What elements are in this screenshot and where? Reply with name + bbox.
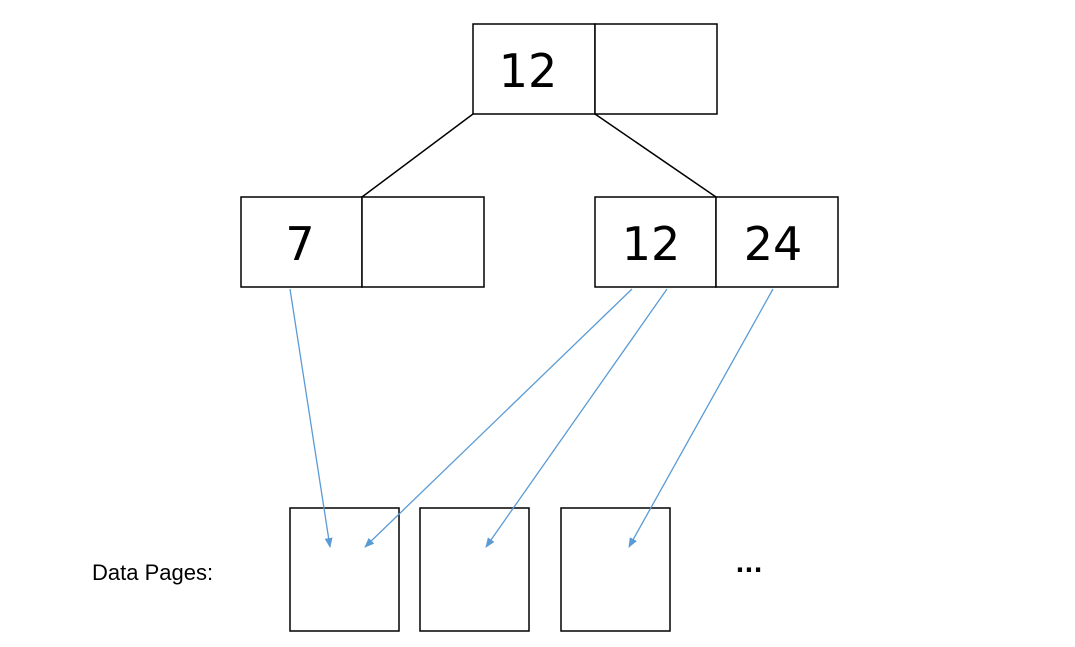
right-node-key-1: 12 [622, 217, 681, 271]
pointer-arrow-24-to-page-3 [628, 288, 774, 548]
root-node: 12 [472, 23, 718, 115]
pointer-arrows [289, 288, 774, 548]
data-pages-label: Data Pages: [92, 560, 213, 585]
tree-edges [361, 113, 717, 198]
root-key-cell-1 [472, 23, 596, 115]
data-pages: Data Pages: ... [92, 507, 763, 632]
right-node-key-cell-2 [715, 196, 839, 288]
more-pages-ellipsis: ... [735, 550, 762, 578]
left-internal-node: 7 [240, 196, 485, 288]
right-node-key-2: 24 [744, 217, 803, 271]
left-node-key-cell-1 [240, 196, 363, 288]
right-node-key-cell-1 [594, 196, 717, 288]
right-internal-node: 12 24 [594, 196, 839, 288]
edge-root-to-right-node [594, 113, 717, 198]
edge-root-to-left-node [361, 113, 474, 198]
pointer-arrow-12a-to-page-1 [364, 288, 633, 548]
data-page-3 [560, 507, 671, 632]
pointer-arrow-12b-to-page-2 [485, 288, 668, 548]
left-node-key-cell-2 [361, 196, 485, 288]
data-page-2 [419, 507, 530, 632]
data-page-1 [289, 507, 400, 632]
root-key-1: 12 [499, 44, 558, 98]
root-key-cell-2 [594, 23, 718, 115]
pointer-arrow-7-to-page-1 [289, 288, 333, 548]
left-node-key-1: 7 [285, 217, 314, 271]
